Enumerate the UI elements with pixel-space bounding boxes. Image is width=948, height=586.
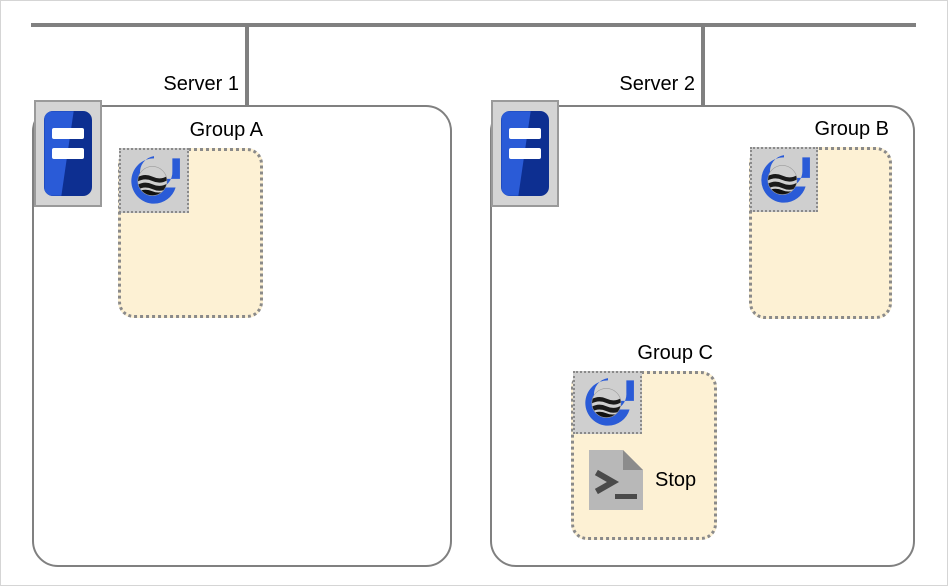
- server-2-connector-line: [701, 23, 705, 107]
- server-2-label: Server 2: [619, 73, 695, 95]
- server-slot-bar: [51, 147, 85, 159]
- group-a-glassfish-instance-icon[interactable]: [119, 148, 189, 213]
- server-slot-bar: [508, 147, 542, 159]
- group-b-label: Group B: [814, 118, 889, 140]
- server-chassis-shape: [501, 111, 549, 196]
- server-chassis-shape: [44, 111, 92, 196]
- group-c-label: Group C: [637, 342, 713, 364]
- group-b-glassfish-instance-icon[interactable]: [750, 147, 818, 212]
- server-1-connector-line: [245, 23, 249, 107]
- server-slot-bar: [508, 128, 542, 140]
- server-2-machine-icon: [491, 100, 559, 207]
- group-c-stop-script[interactable]: Stop: [587, 448, 696, 512]
- group-a-label: Group A: [189, 119, 263, 141]
- server-1-label: Server 1: [163, 73, 239, 95]
- group-c-glassfish-instance-icon[interactable]: [573, 371, 642, 434]
- script-terminal-icon: [587, 448, 645, 512]
- server-1-machine-icon: [34, 100, 102, 207]
- stop-script-label: Stop: [655, 468, 697, 491]
- topology-bus-line: [31, 23, 916, 27]
- server-slot-bar: [51, 128, 85, 140]
